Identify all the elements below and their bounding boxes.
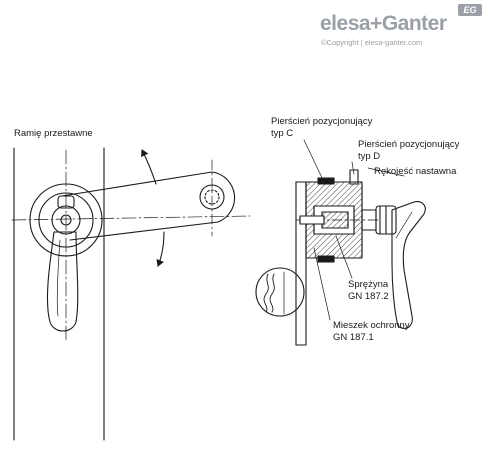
- eg-badge: EG: [458, 4, 482, 16]
- leader-bellows: [313, 247, 331, 321]
- label-bellows-line1: Mieszek ochronny: [333, 320, 410, 331]
- label-ring-c-line1: Pierścień pozycjonujący: [271, 116, 373, 127]
- section-handle: [391, 201, 426, 329]
- leader-ring-d: [351, 161, 355, 175]
- section-view: [255, 139, 426, 346]
- label-ring-d-line2: typ D: [358, 151, 381, 162]
- label-spring-line2: GN 187.2: [348, 291, 389, 302]
- ring-type-c: [317, 177, 335, 185]
- label-adjustable-arm: Ramię przestawne: [14, 128, 93, 139]
- brand-tagline: ©Copyright | elesa-ganter.com: [321, 38, 423, 47]
- ring-type-d: [349, 169, 359, 185]
- label-ring-c-line2: typ C: [271, 128, 294, 139]
- label-handle: Rękojeść nastawna: [374, 166, 457, 177]
- leader-ring-c: [303, 139, 325, 183]
- leader-handle: [367, 167, 405, 177]
- front-view: [11, 147, 251, 441]
- leader-spring: [335, 235, 353, 279]
- brand-name: elesa+Ganter: [320, 12, 447, 35]
- label-spring-line1: Sprężyna: [348, 279, 389, 290]
- label-ring-d-line1: Pierścień pozycjonujący: [358, 139, 460, 150]
- brand-logo: elesa+Ganter ©Copyright | elesa-ganter.c…: [310, 12, 460, 56]
- rotation-arrow-down: [156, 231, 165, 267]
- rotation-arrow-up: [141, 149, 157, 185]
- label-bellows-line2: GN 187.1: [333, 332, 374, 343]
- detail-circle: [255, 267, 305, 317]
- front-handle: [46, 231, 79, 332]
- adjustable-arm-shape: [61, 171, 236, 241]
